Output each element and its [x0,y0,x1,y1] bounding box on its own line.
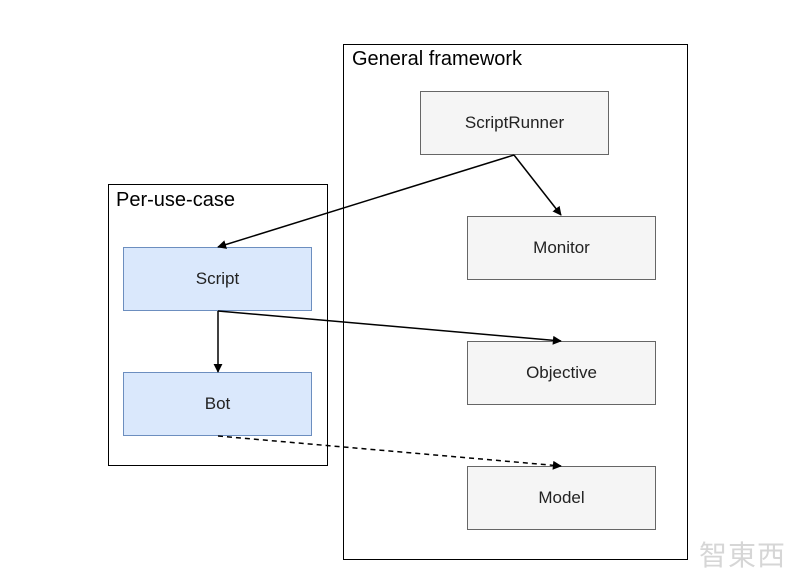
bot-node: Bot [123,372,312,436]
scriptrunner-node: ScriptRunner [420,91,609,155]
script-node: Script [123,247,312,311]
general-framework-title: General framework [352,48,523,70]
edge-bot-model [217,435,562,470]
edge-scriptrunner-monitor [513,154,562,216]
edge-script-objective [217,310,562,345]
model-node: Model [467,466,656,530]
monitor-node: Monitor [467,216,656,280]
per-use-case-title: Per-use-case [116,189,235,211]
edge-scriptrunner-script [217,154,515,249]
objective-node: Objective [467,341,656,405]
watermark-logo: 智東西 [698,539,786,572]
